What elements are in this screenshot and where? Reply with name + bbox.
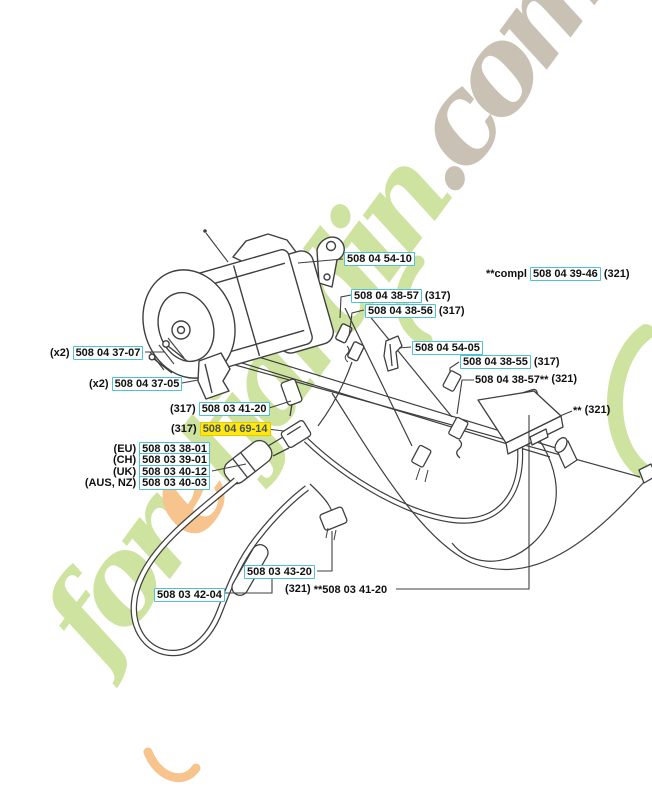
callout-prefix: (UK) <box>112 465 137 478</box>
part-number-link[interactable]: 508 03 40-03 <box>139 476 210 490</box>
callout-508-04-38-57-alt: 508 04 38-57** (321) <box>475 373 577 386</box>
harness-connector <box>319 506 348 531</box>
part-number-link[interactable]: 508 04 54-05 <box>412 341 483 355</box>
carbon-brushes <box>335 323 365 363</box>
part-number-link[interactable]: 508 04 38-55 <box>460 355 531 369</box>
part-number-link[interactable]: 508 04 38-57 <box>351 289 422 303</box>
callout-508-03-40-03: (AUS, NZ) 508 03 40-03 <box>60 476 210 490</box>
callout-508-03-41-20-alt: (321) **508 03 41-20 <box>285 583 387 596</box>
part-number-link[interactable]: 508 04 38-56 <box>365 304 436 318</box>
part-number-text: 508 04 38-57** <box>475 373 549 386</box>
edge-connector <box>638 463 652 484</box>
callout-508-04-38-57: 508 04 38-57 (317) <box>351 289 451 303</box>
callout-suffix: (317) <box>424 289 451 302</box>
callout-prefix: (EU) <box>113 442 137 455</box>
callout-508-03-38-01: (EU) 508 03 38-01 <box>60 442 210 456</box>
part-number-link[interactable]: 508 03 43-20 <box>244 565 315 579</box>
callout-prefix: (x2) <box>89 377 109 390</box>
callout-pcb-321: ** (321) <box>573 404 610 417</box>
part-number-link[interactable]: 508 04 39-46 <box>529 267 601 281</box>
callout-prefix: (CH) <box>112 453 137 466</box>
callout-508-04-39-46: **compl 508 04 39-46 (321) <box>486 267 630 281</box>
part-number-text: ** <box>573 404 582 417</box>
callout-508-04-37-07: (x2) 508 04 37-07 <box>50 346 144 360</box>
brush-a <box>442 370 462 392</box>
part-number-link[interactable]: 508 03 38-01 <box>139 442 210 456</box>
motor-assembly <box>142 233 365 400</box>
part-number-link[interactable]: 508 04 54-10 <box>344 252 415 266</box>
cable-clip <box>383 335 403 372</box>
part-number-link[interactable]: 508 03 41-20 <box>198 402 270 416</box>
callout-508-04-54-05: 508 04 54-05 <box>412 341 483 355</box>
cable-harness <box>303 361 646 570</box>
clip-connector <box>280 378 303 406</box>
leader-lines <box>145 229 573 594</box>
part-number-link[interactable]: 508 04 37-05 <box>111 377 183 391</box>
callout-508-04-38-56: 508 04 38-56 (317) <box>365 304 465 318</box>
callout-suffix: (321) <box>603 267 630 280</box>
callout-508-04-38-55: 508 04 38-55 (317) <box>460 355 560 369</box>
callout-prefix: (x2) <box>50 346 70 359</box>
callout-508-04-54-10: 508 04 54-10 <box>344 252 415 266</box>
screw-parts <box>148 340 188 374</box>
callout-suffix: (321) <box>584 404 611 416</box>
part-number-link-highlighted[interactable]: 508 04 69-14 <box>199 422 271 436</box>
callout-508-03-43-20: 508 03 43-20 <box>244 565 315 579</box>
switch-connector <box>280 419 312 449</box>
pcb-module <box>477 390 564 455</box>
brush-c <box>411 444 432 468</box>
callout-suffix: (317) <box>533 355 560 368</box>
part-number-link[interactable]: 508 03 42-04 <box>154 588 225 602</box>
reference-dot <box>203 229 207 233</box>
callout-suffix: (317) <box>438 304 465 317</box>
callout-508-04-69-14-highlighted: (317) 508 04 69-14 <box>171 422 271 436</box>
callout-prefix: (AUS, NZ) <box>84 476 137 489</box>
foot-bracket <box>197 352 231 400</box>
callout-508-04-37-05: (x2) 508 04 37-05 <box>89 377 183 391</box>
callout-508-03-42-04: 508 03 42-04 <box>154 588 225 602</box>
part-number-text: **508 03 41-20 <box>313 583 388 596</box>
brush-b <box>448 416 469 440</box>
callout-508-03-41-20: (317) 508 03 41-20 <box>170 402 270 416</box>
callout-prefix: (317) <box>170 402 196 415</box>
callout-prefix: **compl <box>486 267 527 280</box>
part-number-link[interactable]: 508 04 37-07 <box>72 346 144 360</box>
callout-suffix: (321) <box>551 373 578 385</box>
callout-prefix: (321) <box>285 583 311 595</box>
callout-prefix: (317) <box>171 422 197 435</box>
power-plug <box>223 436 290 485</box>
